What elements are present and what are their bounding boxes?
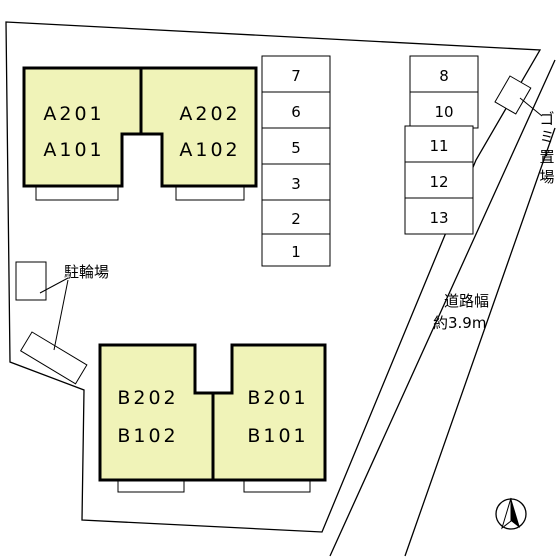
unit-label-b201: B201 bbox=[247, 387, 308, 409]
parking-number: 13 bbox=[429, 209, 448, 227]
garbage-label-char: ゴ bbox=[539, 110, 554, 128]
parking-space bbox=[261, 199, 331, 235]
garbage-label-char: ミ bbox=[539, 128, 554, 146]
parking-number: 11 bbox=[429, 137, 448, 155]
north-arrow-icon bbox=[495, 497, 527, 530]
parking-number: 10 bbox=[434, 103, 453, 121]
parking-space bbox=[404, 125, 474, 163]
parking-number: 1 bbox=[291, 243, 301, 261]
balcony bbox=[243, 479, 311, 493]
road bbox=[329, 59, 556, 557]
balcony bbox=[117, 479, 185, 493]
parking-space bbox=[404, 161, 474, 199]
site-boundary bbox=[5, 21, 542, 533]
parking-number: 6 bbox=[291, 103, 301, 121]
garbage-box bbox=[494, 75, 532, 115]
parking-number: 8 bbox=[439, 67, 449, 85]
unit-label-b101: B101 bbox=[247, 425, 308, 447]
parking-number: 7 bbox=[291, 67, 301, 85]
road-name-label: 道路幅 bbox=[444, 292, 489, 310]
parking-space bbox=[261, 163, 331, 201]
bike-rack bbox=[19, 331, 88, 385]
parking-space bbox=[404, 197, 474, 235]
building-a bbox=[22, 66, 258, 201]
parking-space bbox=[409, 55, 479, 93]
parking-column-right-bottom: 11 12 13 bbox=[404, 125, 474, 235]
unit-label-b202: B202 bbox=[117, 387, 178, 409]
balcony bbox=[175, 185, 245, 201]
bike-parking-label: 駐輪場 bbox=[64, 263, 109, 281]
unit-label-b102: B102 bbox=[117, 425, 178, 447]
parking-number: 2 bbox=[291, 210, 301, 228]
building-b bbox=[98, 343, 327, 493]
unit-label-a102: A102 bbox=[179, 139, 240, 161]
unit-label-a202: A202 bbox=[179, 103, 240, 125]
unit-label-a101: A101 bbox=[43, 139, 104, 161]
garbage-area: ゴ ミ 置 場 bbox=[494, 75, 555, 186]
parking-space bbox=[261, 91, 331, 129]
parking-number: 12 bbox=[429, 173, 448, 191]
parking-space bbox=[261, 55, 331, 93]
parking-space bbox=[261, 233, 331, 267]
parking-number: 3 bbox=[291, 175, 301, 193]
unit-label-a201: A201 bbox=[43, 103, 104, 125]
parking-column-left: 7 6 5 3 2 1 bbox=[261, 55, 331, 267]
garbage-label-char: 場 bbox=[539, 168, 554, 186]
parking-number: 5 bbox=[291, 139, 301, 157]
garbage-label-char: 置 bbox=[539, 148, 554, 166]
bike-rack bbox=[15, 261, 47, 301]
balcony bbox=[35, 185, 119, 201]
road-width-label: 約3.9m bbox=[433, 314, 486, 332]
parking-space bbox=[261, 127, 331, 165]
parking-column-right-top: 8 10 bbox=[409, 55, 479, 129]
bike-parking: 駐輪場 bbox=[15, 261, 109, 385]
